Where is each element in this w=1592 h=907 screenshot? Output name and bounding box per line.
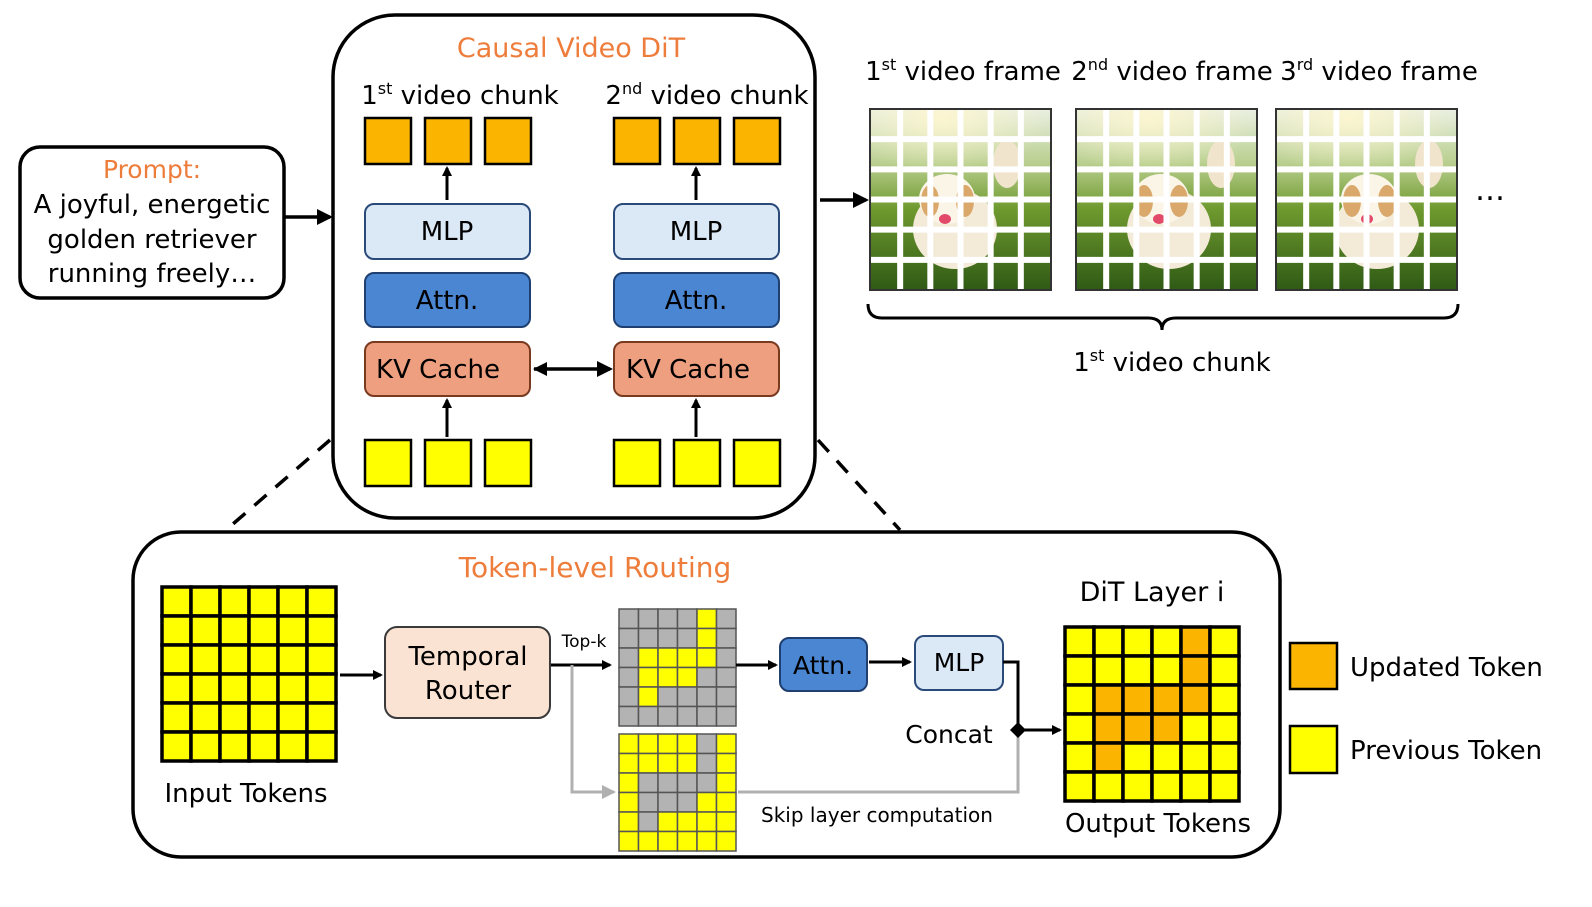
frames-chunk-label: 1st video chunk <box>1073 346 1271 378</box>
concat-node <box>1010 722 1026 738</box>
input-token-chunk1 <box>483 438 533 488</box>
frame1-label: 1st video frame <box>865 55 1061 87</box>
routing-attn-block <box>779 637 868 692</box>
mlp-label-2: MLP <box>670 217 723 247</box>
chunk1-label: 1st video chunk <box>361 79 559 111</box>
output-tokens-label: Output Tokens <box>1065 809 1251 839</box>
input-token-chunk1 <box>363 438 413 488</box>
frame2-label: 2nd video frame <box>1071 55 1273 87</box>
dit-tokens <box>363 116 782 488</box>
prompt-label: Prompt: <box>103 155 201 184</box>
kv-cache-label-2: KV Cache <box>626 355 750 385</box>
legend-swatch-previous <box>1288 724 1339 775</box>
skip-path-line <box>738 730 1020 794</box>
concat-label: Concat <box>905 720 993 749</box>
mlp-label-1: MLP <box>421 217 474 247</box>
arrow-router-to-skip <box>570 665 616 799</box>
prompt-line-1: A joyful, energetic <box>34 190 271 220</box>
frame3-label: 3rd video frame <box>1280 55 1478 87</box>
input-token-chunk2 <box>672 438 722 488</box>
legend-label-updated: Updated Token <box>1350 653 1543 683</box>
prompt-line-2: golden retriever <box>47 225 256 255</box>
video-frame-1 <box>869 108 1052 291</box>
video-frame-3 <box>1275 108 1458 291</box>
skipped-token-grid <box>618 733 737 852</box>
legend-label-previous: Previous Token <box>1350 736 1542 766</box>
output-token-chunk2 <box>612 116 662 166</box>
video-frames <box>869 108 1458 291</box>
causal-video-dit-box: Causal Video DiT 1st video chunk 2nd vid… <box>331 13 817 520</box>
dog-tail <box>993 140 1021 188</box>
input-token-chunk2 <box>732 438 782 488</box>
zoom-line-left <box>224 438 332 532</box>
routing-attn-label: Attn. <box>793 651 853 680</box>
dit-layer-label: DiT Layer i <box>1080 577 1225 608</box>
dog-tongue <box>939 214 951 224</box>
chunk2-label: 2nd video chunk <box>605 79 808 111</box>
temporal-router-block <box>384 626 551 719</box>
routing-mlp-label: MLP <box>934 648 985 677</box>
dog-tongue <box>1153 214 1165 224</box>
more-frames-ellipsis: … <box>1475 173 1505 208</box>
frames-chunk-brace <box>866 303 1460 331</box>
topk-label: Top-k <box>561 632 607 652</box>
attn-block-1 <box>364 272 531 328</box>
attn-label-2: Attn. <box>665 286 727 316</box>
output-token-chunk2 <box>672 116 722 166</box>
routing-title: Token-level Routing <box>458 551 732 584</box>
output-token-chunk1 <box>483 116 533 166</box>
mlp-output-line <box>1003 660 1020 730</box>
output-token-chunk1 <box>363 116 413 166</box>
mlp-block-1 <box>364 203 531 260</box>
router-label-line1: Temporal <box>407 642 527 672</box>
zoom-line-right <box>816 438 902 532</box>
legend: Updated Token Previous Token <box>1288 641 1543 775</box>
video-frame-2 <box>1075 108 1258 291</box>
skip-label: Skip layer computation <box>761 803 993 827</box>
output-token-grid <box>1063 625 1241 803</box>
router-label-line2: Router <box>425 676 511 706</box>
attn-block-2 <box>613 272 780 328</box>
dit-title: Causal Video DiT <box>457 33 686 64</box>
selected-token-grid <box>618 608 737 727</box>
kv-cache-block-2 <box>613 341 780 397</box>
legend-swatch-updated <box>1288 641 1339 691</box>
kv-cache-label-1: KV Cache <box>376 355 500 385</box>
attn-label-1: Attn. <box>416 286 478 316</box>
input-token-grid <box>160 585 338 763</box>
output-token-chunk1 <box>423 116 473 166</box>
output-token-chunk2 <box>732 116 782 166</box>
prompt-box: Prompt: A joyful, energetic golden retri… <box>18 145 286 300</box>
token-level-routing-box: Token-level Routing Input Tokens Tempora… <box>131 530 1282 859</box>
dog-tail <box>1207 140 1235 188</box>
input-tokens-label: Input Tokens <box>164 779 327 809</box>
input-token-chunk1 <box>423 438 473 488</box>
input-token-chunk2 <box>612 438 662 488</box>
prompt-line-3: running freely… <box>48 259 256 289</box>
mlp-block-2 <box>613 203 780 260</box>
kv-cache-block-1 <box>364 341 531 397</box>
